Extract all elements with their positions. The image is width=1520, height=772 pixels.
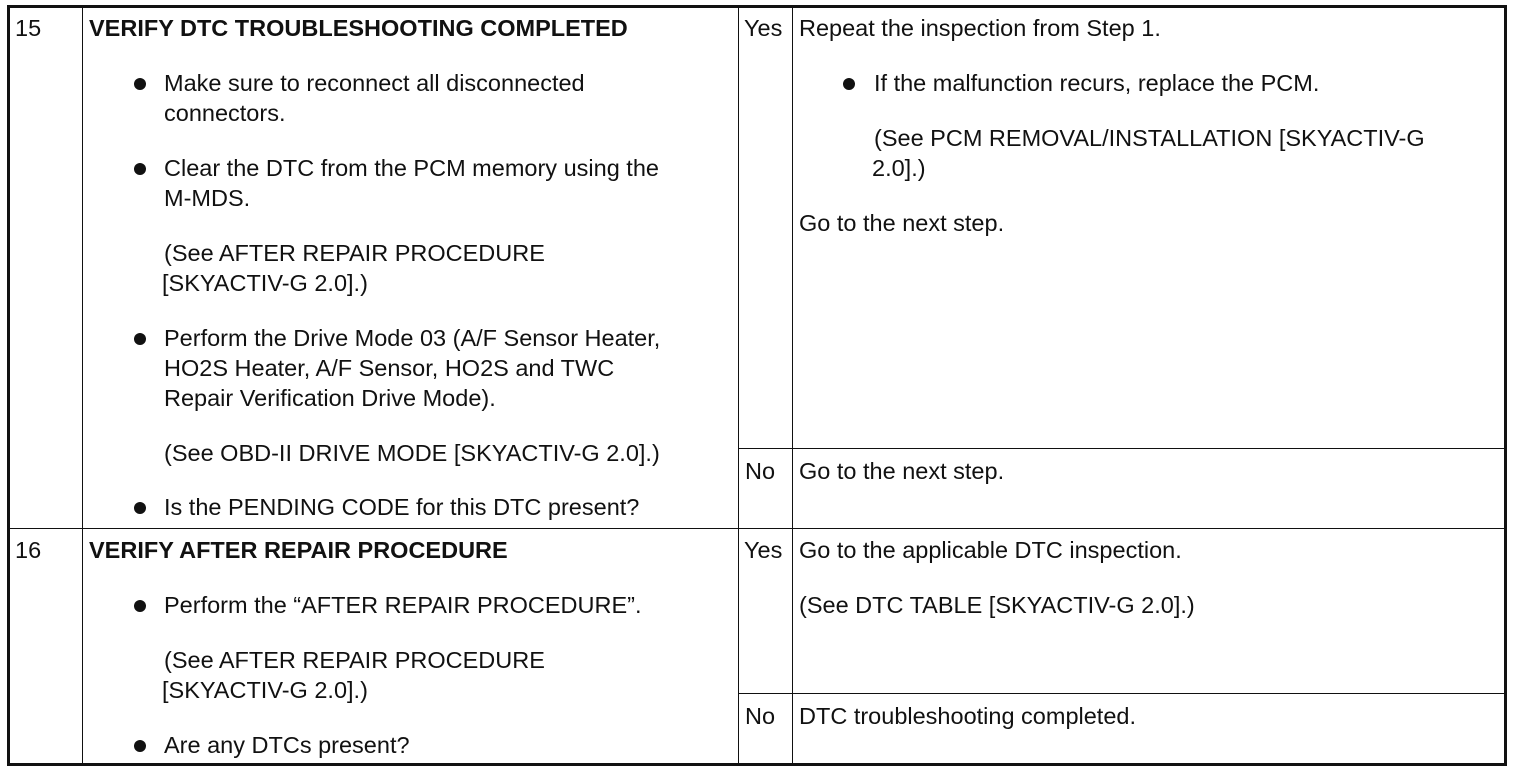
step-title: VERIFY AFTER REPAIR PROCEDURE xyxy=(89,537,508,563)
bullet-icon xyxy=(843,78,855,90)
reference-note: [SKYACTIV-G 2.0].) xyxy=(162,677,368,703)
no-label: No xyxy=(745,703,776,729)
step-item-line: M-MDS. xyxy=(164,185,251,211)
troubleshooting-table xyxy=(7,5,1507,766)
bullet-icon xyxy=(134,163,146,175)
yes-label: Yes xyxy=(744,537,783,563)
no-action: DTC troubleshooting completed. xyxy=(799,703,1137,729)
reference-note: (See AFTER REPAIR PROCEDURE xyxy=(164,240,545,266)
row15-yes-no-divider xyxy=(738,448,1505,449)
reference-note: [SKYACTIV-G 2.0].) xyxy=(162,270,368,296)
reference-note: 2.0].) xyxy=(872,155,926,181)
bullet-icon xyxy=(134,502,146,514)
step-item-line: Make sure to reconnect all disconnected xyxy=(164,70,585,96)
step-item-line: connectors. xyxy=(164,100,286,126)
column-divider-step xyxy=(82,7,83,764)
no-label: No xyxy=(745,458,776,484)
bullet-icon xyxy=(134,333,146,345)
step-item-line: Perform the Drive Mode 03 (A/F Sensor He… xyxy=(164,325,661,351)
bullet-icon xyxy=(134,78,146,90)
step-question: Are any DTCs present? xyxy=(164,732,410,758)
step-question: Is the PENDING CODE for this DTC present… xyxy=(164,494,640,520)
reference-note: (See OBD-II DRIVE MODE [SKYACTIV-G 2.0].… xyxy=(164,440,660,466)
reference-note: (See DTC TABLE [SKYACTIV-G 2.0].) xyxy=(799,592,1195,618)
step-item-line: Perform the “AFTER REPAIR PROCEDURE”. xyxy=(164,592,642,618)
reference-note: (See AFTER REPAIR PROCEDURE xyxy=(164,647,545,673)
no-action: Go to the next step. xyxy=(799,458,1005,484)
step-number: 16 xyxy=(15,537,42,563)
yes-label: Yes xyxy=(744,15,783,41)
bullet-icon xyxy=(134,600,146,612)
step-number: 15 xyxy=(15,15,42,41)
reference-note: (See PCM REMOVAL/INSTALLATION [SKYACTIV-… xyxy=(874,125,1425,151)
yes-sub-bullet: If the malfunction recurs, replace the P… xyxy=(874,70,1320,96)
step-item-line: Clear the DTC from the PCM memory using … xyxy=(164,155,659,181)
yes-next: Go to the next step. xyxy=(799,210,1005,236)
column-divider-action xyxy=(738,7,739,764)
row16-yes-no-divider xyxy=(738,693,1505,694)
yes-action: Go to the applicable DTC inspection. xyxy=(799,537,1182,563)
bullet-icon xyxy=(134,740,146,752)
step-item-line: Repair Verification Drive Mode). xyxy=(164,385,496,411)
step-title: VERIFY DTC TROUBLESHOOTING COMPLETED xyxy=(89,15,628,41)
step-item-line: HO2S Heater, A/F Sensor, HO2S and TWC xyxy=(164,355,615,381)
row-divider-15-16 xyxy=(9,528,1505,529)
yes-action: Repeat the inspection from Step 1. xyxy=(799,15,1161,41)
column-divider-result xyxy=(792,7,793,764)
